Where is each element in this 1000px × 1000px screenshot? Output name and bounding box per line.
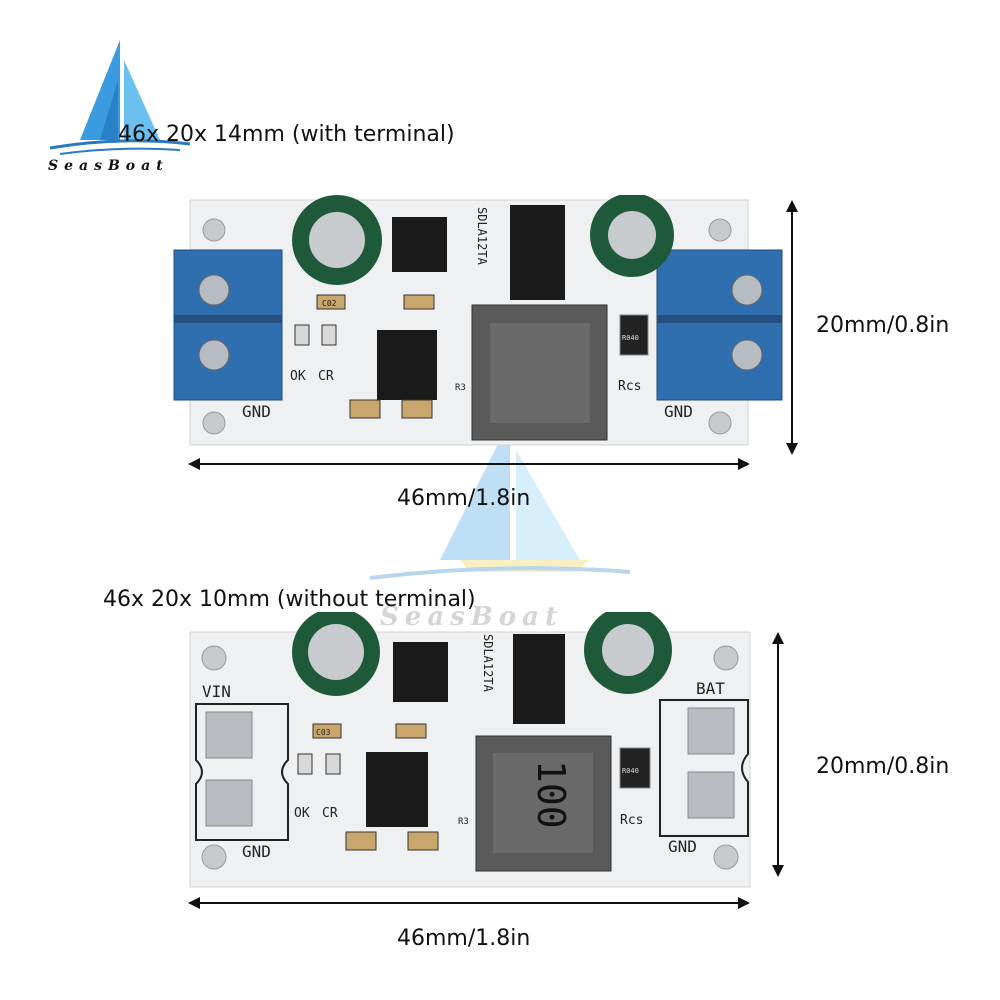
top-silk-resistor: R040 <box>622 334 639 342</box>
top-board-caption: 46x 20x 14mm (with terminal) <box>118 122 455 147</box>
top-height-arrow <box>782 200 802 455</box>
bottom-width-arrow <box>188 895 750 911</box>
top-silk-gnd-left: GND <box>242 402 271 421</box>
top-silk-diode: SDLA12TA <box>475 207 489 266</box>
bottom-width-label: 46mm/1.8in <box>397 926 531 951</box>
bottom-height-label: 20mm/0.8in <box>816 754 950 779</box>
bottom-silk-diode: SDLA12TA <box>481 634 495 693</box>
bottom-silk-r3: R3 <box>458 817 469 827</box>
bottom-silk-ok: OK <box>294 806 310 821</box>
bottom-silk-resistor: R040 <box>622 767 639 775</box>
watermark-text: SeasBoat <box>380 602 563 632</box>
top-height-label: 20mm/0.8in <box>816 313 950 338</box>
top-silk-cr: CR <box>318 369 334 384</box>
top-silk-ok: OK <box>290 369 306 384</box>
top-silk-rcs: Rcs <box>618 379 641 394</box>
sailboat-icon <box>49 40 191 155</box>
bottom-silk-gnd-right: GND <box>668 837 697 856</box>
bottom-height-arrow <box>768 632 788 877</box>
top-silk-gnd-right: GND <box>664 402 693 421</box>
top-width-arrow <box>188 456 750 472</box>
top-silk-r3: R3 <box>455 383 466 393</box>
bottom-silk-gnd-left: GND <box>242 842 271 861</box>
bottom-silk-bat: BAT <box>696 679 725 698</box>
brand-name: SeasBoat <box>48 158 169 174</box>
bottom-silk-cr: CR <box>322 806 338 821</box>
top-width-label: 46mm/1.8in <box>397 486 531 511</box>
bottom-silk-cap: C03 <box>316 728 331 737</box>
bottom-silk-rcs: Rcs <box>620 813 643 828</box>
bottom-board-image: VIN BAT GND GND OK CR Rcs C03 R3 R040 10… <box>188 606 758 890</box>
top-board-image: GND GND OK CR Rcs C02 R3 R040 100 SDLA12… <box>172 193 792 450</box>
bottom-silk-vin: VIN <box>202 682 231 701</box>
watermark-logo: SeasBoat <box>360 420 640 650</box>
bottom-silk-inductor: 100 <box>529 760 573 829</box>
top-silk-cap: C02 <box>322 299 337 308</box>
bottom-board-caption: 46x 20x 10mm (without terminal) <box>103 587 476 612</box>
brand-logo: SeasBoat <box>40 40 200 180</box>
watermark-sailboat-icon <box>369 420 631 580</box>
